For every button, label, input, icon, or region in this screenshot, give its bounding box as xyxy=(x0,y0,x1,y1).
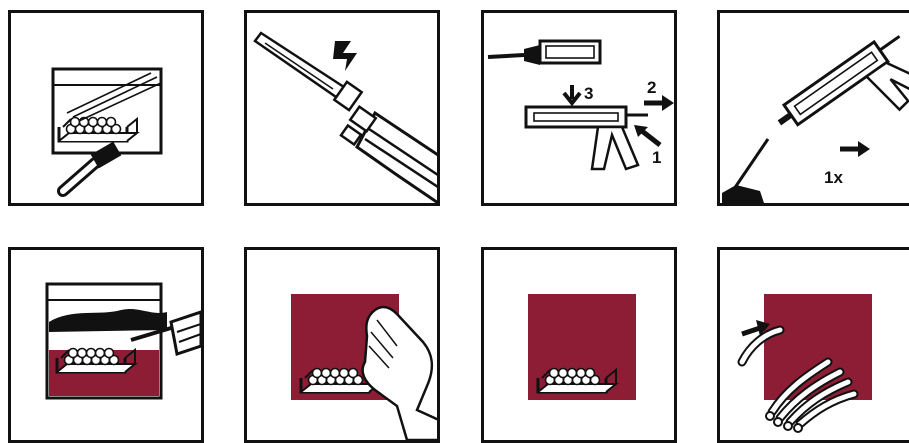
step-3-label-1: 1 xyxy=(652,148,661,167)
nozzle-icon xyxy=(130,310,201,356)
step-2-panel xyxy=(244,10,440,206)
arrow-icon xyxy=(634,95,674,147)
step-6-panel xyxy=(244,247,440,443)
step-7-panel xyxy=(481,247,677,443)
cleaning-brush-icon xyxy=(57,141,122,197)
cartridge-icon xyxy=(339,104,437,203)
step-4-label-1x: 1x xyxy=(824,168,843,187)
dispensing-gun-icon xyxy=(777,35,909,127)
arrow-icon xyxy=(840,141,870,157)
step-3-panel: 3 2 1 xyxy=(481,10,677,206)
cartridge-icon xyxy=(487,39,602,65)
dispensing-gun-icon xyxy=(524,105,650,171)
hand-icon xyxy=(361,305,437,440)
arrow-icon xyxy=(741,320,770,337)
step-8-panel xyxy=(717,247,909,443)
step-4-panel: 1x xyxy=(717,10,909,206)
discard-blob-icon xyxy=(722,185,764,203)
twist-arrow-icon xyxy=(333,41,357,71)
cable-tray-icon xyxy=(57,116,139,143)
step-1-panel xyxy=(8,10,204,206)
step-3-label-2: 2 xyxy=(647,78,656,97)
step-5-panel xyxy=(8,247,204,443)
step-3-label-3: 3 xyxy=(584,84,593,103)
cable-bundle-icon xyxy=(737,325,859,433)
filling-compound-icon xyxy=(49,309,167,332)
mixing-nozzle-icon xyxy=(253,31,364,112)
